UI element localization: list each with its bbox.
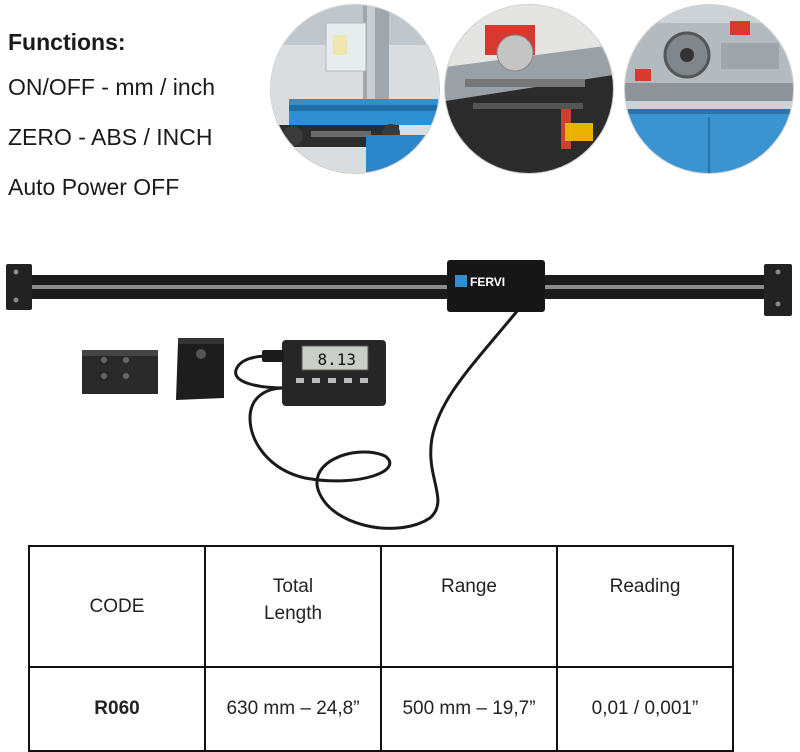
cell-range: 500 mm – 19,7” (380, 666, 558, 752)
fervi-logo-icon (455, 275, 467, 287)
table-row: R060 630 mm – 24,8” 500 mm – 19,7” 0,01 … (28, 666, 734, 752)
milling-machine-photo (270, 4, 440, 174)
lathe-photo (624, 4, 794, 174)
table-saw-photo (444, 4, 614, 174)
functions-title: Functions: (8, 29, 126, 55)
lcd-readout: 8.13 (317, 350, 356, 369)
header-range: Range (380, 545, 558, 668)
function-item: ON/OFF - mm / inch (8, 74, 215, 100)
header-total-length-label: Total Length (263, 576, 323, 624)
cell-total-length: 630 mm – 24,8” (204, 666, 382, 752)
header-total-length: Total Length (204, 545, 382, 668)
functions-list: Functions: ON/OFF - mm / inch ZERO - ABS… (8, 22, 215, 212)
spec-table: CODE Total Length Range Reading R060 630… (28, 545, 734, 752)
digital-scale-illustration: FERVI 8.13 (6, 260, 792, 530)
table-header-row: CODE Total Length Range Reading (28, 545, 734, 668)
function-item: Auto Power OFF (8, 174, 180, 200)
brand-label: FERVI (470, 275, 505, 289)
function-item: ZERO - ABS / INCH (8, 124, 213, 150)
cell-code: R060 (28, 666, 206, 752)
header-code: CODE (28, 545, 206, 668)
cell-reading: 0,01 / 0,001” (556, 666, 734, 752)
header-reading: Reading (556, 545, 734, 668)
